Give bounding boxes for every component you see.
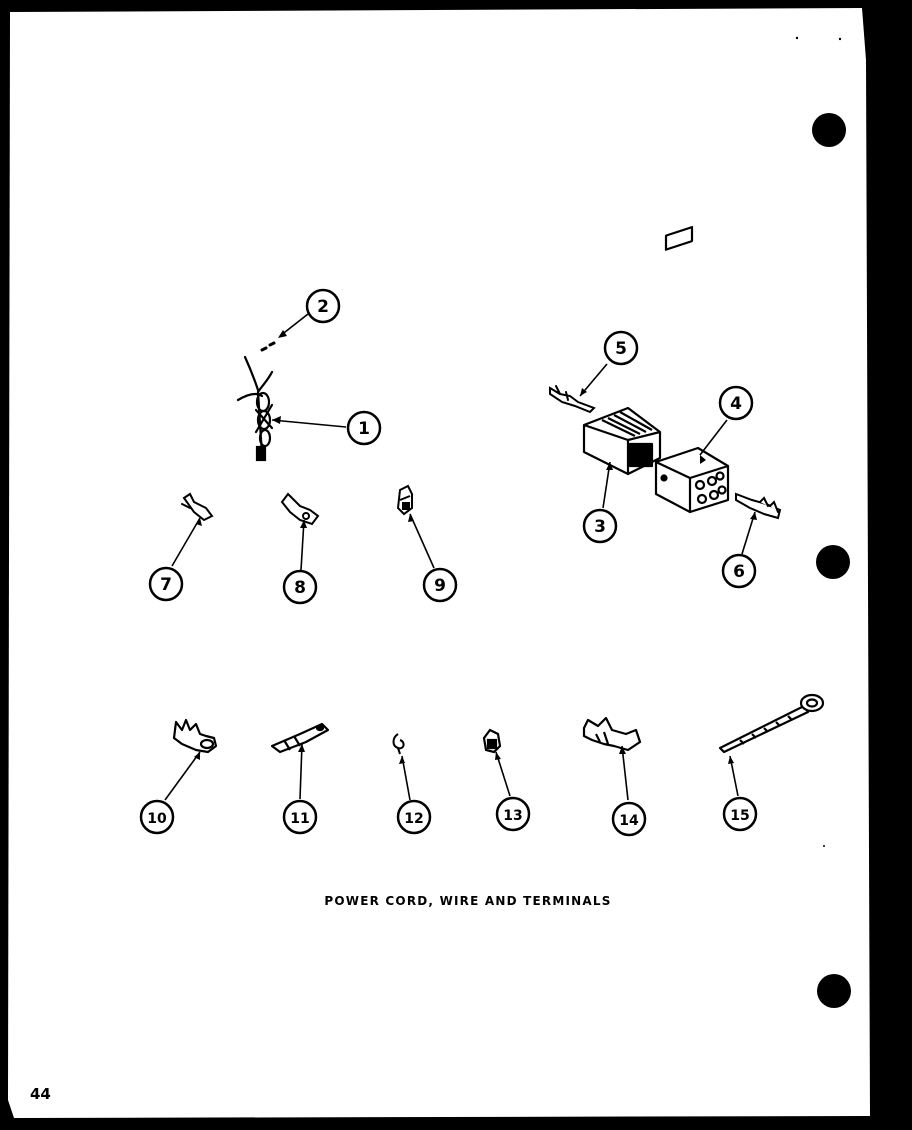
callout-6: 6 [721,553,757,589]
terminal-7-part [181,492,214,522]
callout-9: 9 [422,567,458,603]
callout-15: 15 [722,796,758,832]
page-number: 44 [30,1085,51,1103]
binder-hole-middle [816,545,850,579]
leader-arrowheads [194,330,757,764]
callout-3-label: 3 [594,517,606,537]
power-cord-part [236,355,274,462]
wire-piece-part [260,341,276,352]
connector-housing-part [582,406,662,476]
diagram-caption: POWER CORD, WIRE AND TERMINALS [324,894,611,908]
cable-tie-part [718,693,825,754]
callout-5: 5 [603,330,639,366]
callout-10-label: 10 [147,811,167,827]
callout-11: 11 [282,799,318,835]
binder-hole-bottom [817,974,851,1008]
callout-1-label: 1 [358,419,370,439]
callout-4: 4 [718,385,754,421]
callout-12-label: 12 [404,811,423,827]
terminal-9-part [396,484,413,516]
callout-12: 12 [396,799,432,835]
binder-hole-top [812,113,846,147]
ring-terminal-part [172,718,218,754]
callout-14-label: 14 [619,813,639,829]
callout-15-label: 15 [730,808,749,824]
callout-8: 8 [282,569,318,605]
terminal-pin-part [549,385,596,414]
cap-terminal-part [482,728,502,754]
callout-7-label: 7 [160,575,172,595]
paper-sheet [8,8,870,1118]
callout-13-label: 13 [503,808,522,824]
callout-11-label: 11 [290,811,309,827]
connector-plug-part [654,225,730,514]
callout-10: 10 [139,799,175,835]
callout-1: 1 [346,410,382,446]
terminal-8-part [280,492,320,526]
callout-7: 7 [148,566,184,602]
terminal-socket-part [735,492,782,520]
wire-clip-part [392,733,405,755]
callout-3: 3 [582,508,618,544]
callout-5-label: 5 [615,339,627,359]
callout-8-label: 8 [294,578,306,598]
callout-4-label: 4 [730,394,742,414]
callout-2-label: 2 [317,297,329,317]
callout-6-label: 6 [733,562,745,582]
callout-2: 2 [305,288,341,324]
callout-13: 13 [495,796,531,832]
clamp-bracket-part [582,716,642,752]
callout-9-label: 9 [434,576,446,596]
blade-terminal-part [270,722,330,754]
callout-14: 14 [611,801,647,837]
